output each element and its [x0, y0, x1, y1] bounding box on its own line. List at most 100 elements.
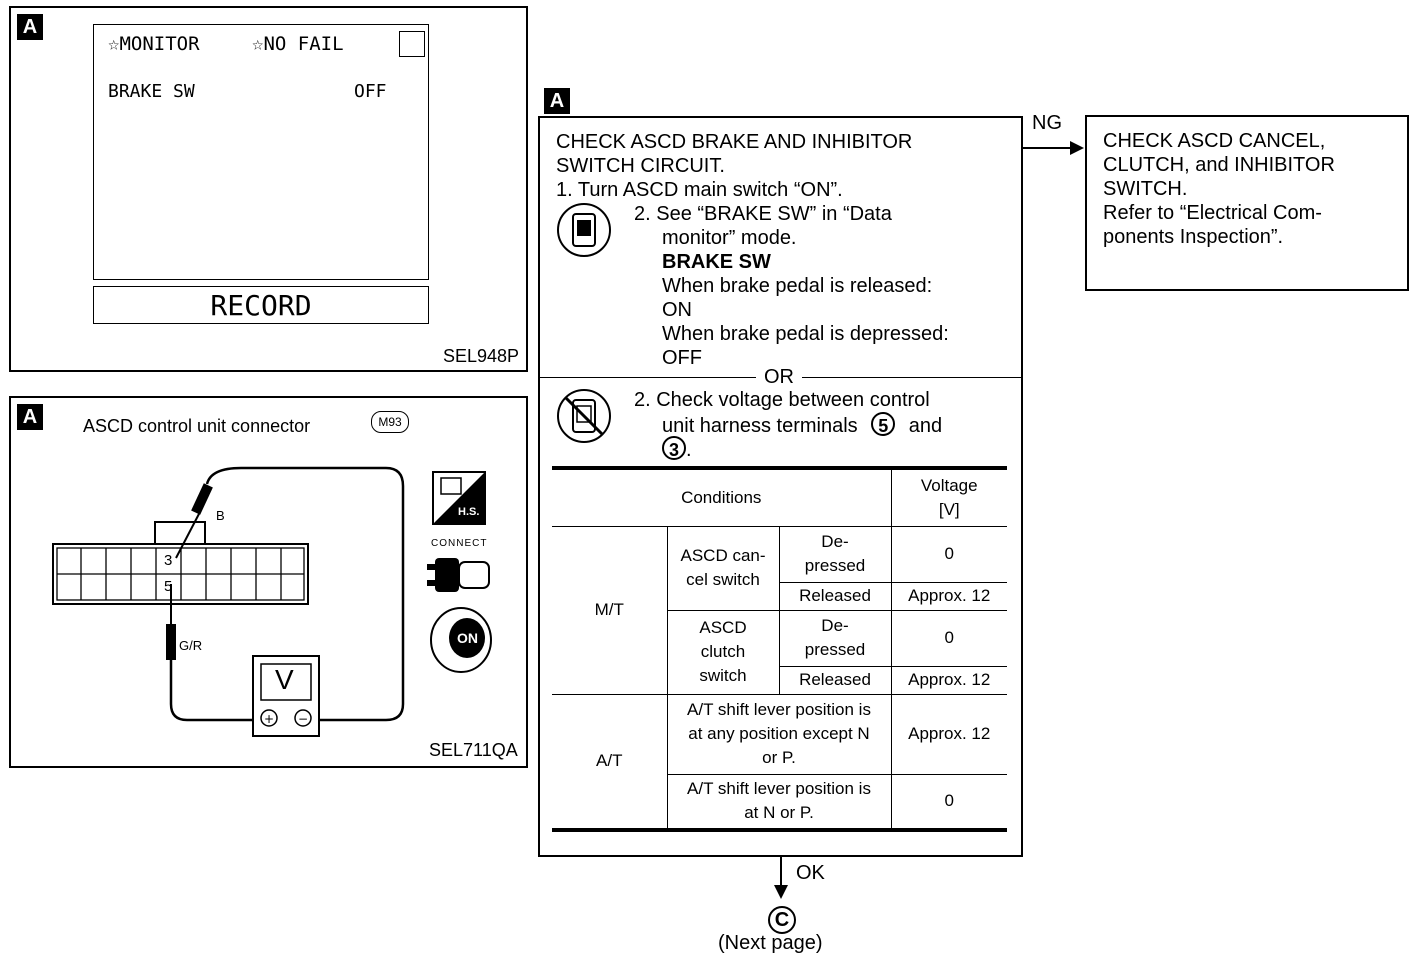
- connector-diagram: + −: [52, 466, 492, 737]
- connector-title: ASCD control unit connector: [83, 416, 311, 436]
- record-button[interactable]: RECORD: [93, 286, 429, 324]
- monitor-checkbox: [399, 31, 425, 57]
- pin-5-label: 5: [164, 578, 173, 595]
- section-tag: A: [544, 88, 570, 114]
- connector-id-badge: M93: [371, 411, 409, 433]
- next-page-symbol[interactable]: C: [768, 906, 796, 934]
- conditions-header: Conditions: [552, 467, 892, 527]
- monitor-screen: ☆MONITOR ☆NO FAIL BRAKE SW OFF: [93, 24, 429, 280]
- key-icon-label: ON: [457, 630, 478, 646]
- mt-label: M/T: [552, 525, 668, 695]
- connect-icon-label: CONNECT: [431, 538, 488, 549]
- table-row: A/T A/T shift lever position is at any p…: [552, 693, 1007, 831]
- voltage-cell: 0: [890, 609, 1007, 667]
- depressed-cell: De- pressed: [778, 609, 892, 667]
- at-row2-line-2: at N or P.: [744, 803, 814, 823]
- svg-text:−: −: [298, 712, 308, 726]
- voltage-cell: Approx. 12: [890, 665, 1007, 695]
- figure-code: SEL711QA: [429, 740, 518, 760]
- voltage-cell: 0: [890, 773, 1007, 831]
- check-brake-inhibitor-box: CHECK ASCD BRAKE AND INHIBITOR SWITCH CI…: [538, 116, 1023, 857]
- ng-line-2: CLUTCH, and INHIBITOR: [1103, 154, 1335, 176]
- clutch-switch-line-3: switch: [699, 666, 747, 685]
- cancel-switch-line-1: ASCD can-: [680, 546, 766, 565]
- step-1: 1. Turn ASCD main switch “ON”.: [556, 179, 843, 201]
- period: .: [686, 439, 692, 461]
- voltmeter-label: V: [275, 664, 294, 695]
- terminal-5-symbol: 5: [871, 412, 896, 436]
- section-tag: A: [17, 14, 43, 40]
- at-row2-line-1: A/T shift lever position is: [687, 779, 871, 799]
- voltage-cell: Approx. 12: [890, 581, 1007, 611]
- terminal-3-symbol: 3: [662, 436, 686, 460]
- released-cell: Released: [778, 581, 892, 611]
- voltage-header-line-1: Voltage: [920, 475, 978, 495]
- and-word: and: [908, 415, 943, 437]
- at-row1-line-2: at any position except N: [688, 724, 870, 743]
- cancel-switch-label: ASCD can- cel switch: [666, 525, 780, 611]
- monitor-figure: A ☆MONITOR ☆NO FAIL BRAKE SW OFF RECORD …: [9, 6, 528, 372]
- depressed-line-2: pressed: [804, 556, 866, 575]
- no-fail-label: ☆NO FAIL: [252, 33, 344, 55]
- check-title-line-2: SWITCH CIRCUIT.: [556, 155, 725, 177]
- released-text: When brake pedal is released:: [662, 275, 933, 297]
- depressed-text: When brake pedal is depressed:: [662, 323, 949, 345]
- table-row: A/T shift lever position is at N or P. 0: [552, 773, 1007, 831]
- monitor-header-label: ☆MONITOR: [108, 33, 200, 55]
- at-row1-line-3: or P.: [762, 748, 796, 767]
- ng-arrow: [1022, 141, 1084, 155]
- wire-color-b: B: [216, 508, 225, 523]
- ng-label: NG: [1032, 112, 1062, 134]
- brake-sw-heading: BRAKE SW: [662, 251, 771, 273]
- consult-tester-icon: [557, 203, 611, 257]
- table-row: ASCD clutch switch De- pressed 0: [552, 609, 1007, 695]
- voltage-conditions-table: Conditions Voltage [V] M/T ASCD can- cel…: [552, 466, 1007, 832]
- clutch-switch-label: ASCD clutch switch: [666, 609, 780, 695]
- record-button-label: RECORD: [210, 289, 312, 322]
- at-condition-cell: A/T shift lever position is at N or P.: [666, 773, 892, 831]
- voltage-cell: 0: [890, 525, 1007, 583]
- voltage-header-line-2: [V]: [938, 499, 960, 519]
- step-2a-line-1: 2. See “BRAKE SW” in “Data: [634, 203, 892, 225]
- cancel-switch-line-2: cel switch: [686, 570, 760, 589]
- step-2b-line-1: 2. Check voltage between control: [634, 389, 930, 411]
- or-label: OR: [756, 365, 802, 389]
- step-2b-terminals-text: unit harness terminals: [662, 415, 858, 437]
- wire-color-gr: G/R: [179, 638, 203, 653]
- released-value: ON: [662, 299, 692, 321]
- at-label: A/T: [552, 693, 668, 831]
- ng-line-3: SWITCH.: [1103, 178, 1188, 200]
- at-condition-cell: A/T shift lever position is at any posit…: [666, 693, 892, 775]
- ng-line-1: CHECK ASCD CANCEL,: [1103, 130, 1326, 152]
- ng-line-4: Refer to “Electrical Com-: [1103, 202, 1322, 224]
- step-2b-line-2: unit harness terminals 5 and: [662, 412, 942, 438]
- clutch-switch-line-1: ASCD: [699, 618, 747, 637]
- voltage-cell: Approx. 12: [890, 693, 1007, 775]
- ok-label: OK: [796, 862, 825, 884]
- released-cell: Released: [778, 665, 892, 695]
- next-page-text[interactable]: (Next page): [718, 932, 823, 954]
- depressed-value: OFF: [662, 347, 702, 369]
- ok-arrow: [774, 857, 788, 899]
- brake-sw-value: OFF: [354, 81, 387, 102]
- hs-icon-label: H.S.: [458, 506, 480, 518]
- pin-3-label: 3: [164, 552, 173, 569]
- step-2b-line-3: 3.: [662, 436, 692, 462]
- at-row1-line-1: A/T shift lever position is: [687, 700, 871, 719]
- table-row: M/T ASCD can- cel switch De- pressed 0: [552, 525, 1007, 695]
- clutch-switch-line-2: clutch: [700, 642, 746, 661]
- table-row: Conditions Voltage [V]: [552, 467, 1007, 527]
- section-tag: A: [17, 404, 43, 430]
- ng-line-5: ponents Inspection”.: [1103, 226, 1284, 248]
- step-2a-line-2: monitor” mode.: [662, 227, 797, 249]
- no-tester-icon: [557, 389, 611, 443]
- svg-text:+: +: [264, 712, 274, 726]
- brake-sw-label: BRAKE SW: [108, 81, 195, 102]
- check-cancel-clutch-box: CHECK ASCD CANCEL, CLUTCH, and INHIBITOR…: [1085, 115, 1409, 291]
- check-title-line-1: CHECK ASCD BRAKE AND INHIBITOR: [556, 131, 913, 153]
- table-row: Released Approx. 12: [552, 581, 1007, 611]
- depressed-line-2: pressed: [804, 640, 866, 659]
- figure-code: SEL948P: [443, 346, 520, 366]
- depressed-cell: De- pressed: [778, 525, 892, 583]
- voltage-header: Voltage [V]: [890, 467, 1007, 527]
